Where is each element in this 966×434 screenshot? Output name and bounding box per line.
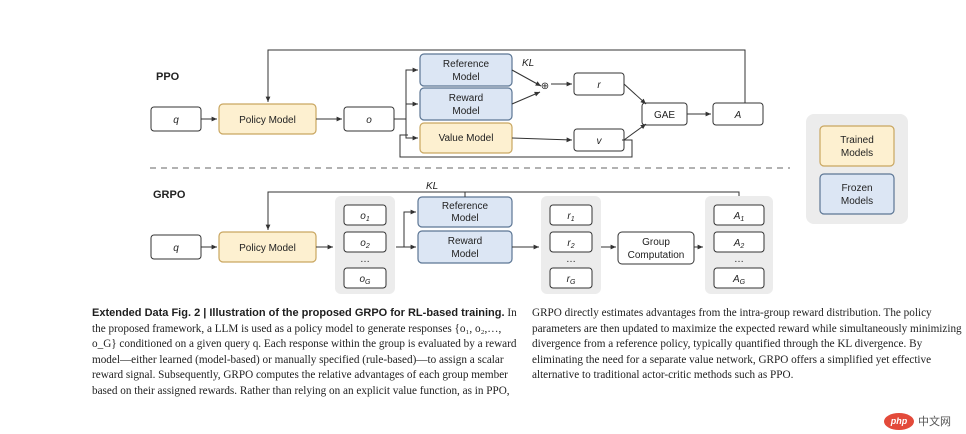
grpo-reference-line2: Model [451,213,478,224]
svg-text:r1: r1 [567,211,574,223]
grpo-reward-2-sub: 2 [570,243,575,250]
svg-text:A2: A2 [733,238,745,250]
ppo-reward-line2: Model [452,106,479,117]
grpo-reward-line2: Model [451,249,478,260]
legend-frozen-line2: Models [841,196,873,207]
ppo-a-text: A [734,110,742,121]
grpo-reward-model: Reward Model [417,230,513,264]
grpo-output-2: o2 [343,231,387,253]
caption-title: Extended Data Fig. 2 | Illustration of t… [92,307,505,319]
grpo-reward-g-text: r [567,274,571,285]
grpo-group-line1: Group [642,237,670,248]
legend-frozen: Frozen Models [819,173,895,215]
svg-text:A1: A1 [733,211,745,223]
grpo-output-1-sub: 1 [366,216,370,223]
site-watermark: php 中文网 [884,412,951,430]
ppo-advantage-box: A [712,102,764,126]
ppo-query-text: q [173,115,179,126]
ppo-value-v-box: v [573,128,625,152]
ppo-r-text: r [597,80,601,91]
ppo-reward-model: Reward Model [419,87,513,121]
grpo-reward-line1: Reward [448,236,482,247]
legend-trained-line2: Models [841,148,873,159]
grpo-advantage-g: AG [713,267,765,289]
ppo-kl-label: KL [522,58,534,69]
ppo-policy-model: Policy Model [218,103,317,135]
caption-left-column: Extended Data Fig. 2 | Illustration of t… [92,306,517,400]
grpo-output-1: o1 [343,204,387,226]
grpo-reference-model: Reference Model [417,196,513,228]
ppo-gae-text: GAE [654,110,675,121]
grpo-outputs-ellipsis: … [360,254,370,265]
grpo-output-2-sub: 2 [365,243,370,250]
grpo-arrows [201,191,740,250]
caption-right-column: GRPO directly estimates advantages from … [532,306,964,384]
ppo-v-text: v [597,136,603,147]
ppo-arrows [201,49,746,158]
grpo-policy-text: Policy Model [239,243,296,254]
legend-frozen-line1: Frozen [841,183,872,194]
grpo-group-computation: Group Computation [617,231,695,265]
grpo-output-g: oG [343,267,387,289]
grpo-group-line2: Computation [628,250,685,261]
grpo-reference-line1: Reference [442,201,489,212]
ppo-output-box: o [343,106,395,132]
grpo-advantage-2: A2 [713,231,765,253]
grpo-advantage-1: A1 [713,204,765,226]
grpo-advantage-2-text: A [733,238,741,249]
ppo-reward-r-box: r [573,72,625,96]
php-logo-icon: php [884,412,914,430]
legend-trained: Trained Models [819,125,895,167]
grpo-ppo-diagram: PPO q Policy Model o Reference Model Rew… [150,49,908,294]
grpo-reward-1-sub: 1 [571,216,575,223]
grpo-advantage-g-sub: G [740,279,746,286]
legend-trained-line1: Trained [840,135,874,146]
grpo-output-g-text: o [359,274,365,285]
grpo-reward-1-text: r [567,211,571,222]
ppo-reference-model: Reference Model [419,53,513,87]
svg-text:rG: rG [567,274,576,286]
grpo-advantages-ellipsis: … [734,254,744,265]
ppo-reference-line1: Reference [443,59,490,70]
grpo-reward-g-sub: G [570,279,576,286]
ppo-policy-text: Policy Model [239,115,296,126]
svg-text:o1: o1 [360,211,370,223]
ppo-value-model: Value Model [419,122,513,154]
grpo-query-box: q [150,234,202,260]
grpo-reward-2-text: r [567,238,571,249]
grpo-advantage-1-text: A [733,211,741,222]
ppo-reward-line1: Reward [449,93,483,104]
grpo-advantage-2-sub: 2 [739,243,744,250]
grpo-kl-label: KL [426,181,438,192]
ppo-sum-node: ⊕ [541,81,549,92]
svg-text:oG: oG [359,274,371,286]
ppo-query-box: q [150,106,202,132]
caption-right-body: GRPO directly estimates advantages from … [532,307,962,382]
grpo-reward-1: r1 [549,204,593,226]
grpo-reward-2: r2 [549,231,593,253]
grpo-policy-model: Policy Model [218,231,317,263]
grpo-output-2-text: o [360,238,366,249]
grpo-reward-g: rG [549,267,593,289]
svg-text:AG: AG [732,274,746,286]
grpo-rewards-ellipsis: … [566,254,576,265]
grpo-advantage-g-text: A [732,274,740,285]
grpo-output-1-text: o [360,211,366,222]
grpo-output-g-sub: G [365,279,371,286]
ppo-reference-line2: Model [452,72,479,83]
grpo-advantage-1-sub: 1 [740,216,744,223]
caption-left-body: In the proposed framework, a LLM is used… [92,307,517,397]
watermark-text: 中文网 [918,415,951,428]
ppo-label: PPO [156,71,180,83]
ppo-value-text: Value Model [439,133,494,144]
grpo-label: GRPO [153,189,186,201]
svg-text:o2: o2 [360,238,370,250]
ppo-output-text: o [366,115,372,126]
svg-text:r2: r2 [567,238,574,250]
grpo-query-text: q [173,243,179,254]
ppo-gae-box: GAE [641,102,688,126]
